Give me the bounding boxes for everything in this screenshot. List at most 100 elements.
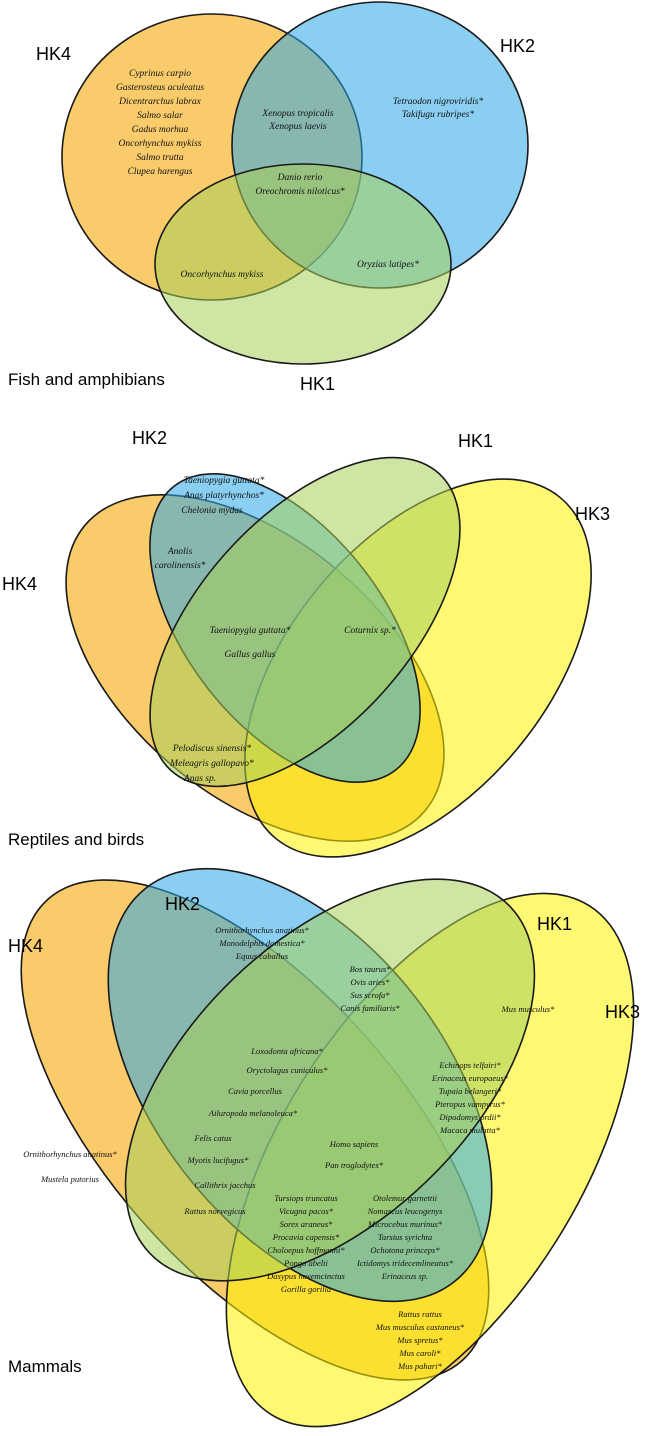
species-label: Mus spretus* [396, 1335, 443, 1345]
species-label: Oryctolagus cuniculus* [247, 1065, 329, 1075]
species-label: Choloepus hoffmanni* [267, 1245, 345, 1255]
fish-hk4-label: HK4 [36, 44, 71, 64]
species-label: Callithrix jacchus [194, 1180, 256, 1190]
mammals-hk4-hk1-hk3-list: Rattus rattus Mus musculus castaneus* Mu… [375, 1309, 465, 1371]
species-label: Rattus rattus [397, 1309, 442, 1319]
reptiles-panel: HK2 HK1 HK3 HK4 Reptiles and birds Taeni… [2, 428, 610, 858]
mammals-hk4-only-list: Ornithorhynchus anatinus* Mustela putori… [23, 1149, 117, 1184]
fish-hk4-hk2-list: Xenopus tropicalis Xenopus laevis [261, 109, 333, 132]
fish-hk2-only-list: Tetraodon nigroviridis* Takifugu rubripe… [393, 97, 484, 120]
species-label: carolinensis* [155, 561, 206, 571]
species-label: Echinops telfairi* [438, 1060, 501, 1070]
species-label: Mus musculus castaneus* [375, 1322, 465, 1332]
species-label: Oryzias latipes* [357, 260, 419, 270]
species-label: Ornithorhynchus anatinus* [23, 1149, 117, 1159]
species-label: Mus caroli* [398, 1348, 441, 1358]
species-label: Oreochromis niloticus* [255, 187, 345, 197]
species-label: Mus pahari* [397, 1361, 442, 1371]
species-label: Bos taurus* [350, 964, 392, 974]
reptiles-hk2-label: HK2 [132, 428, 167, 448]
mammals-panel: HK4 HK2 HK1 HK3 Mammals Ornithorhynchus … [8, 867, 640, 1428]
species-label: Dipodomys ordii* [438, 1112, 501, 1122]
species-label: Loxodonta africana* [250, 1046, 323, 1056]
mammals-hk3-label: HK3 [605, 1002, 640, 1022]
fish-panel-title: Fish and amphibians [8, 370, 165, 389]
species-label: Myotis lucifugus* [187, 1155, 249, 1165]
fish-hk4-only-list: Cyprinus carpio Gasterosteus aculeatus D… [116, 69, 204, 177]
reptiles-hk4-hk1-list: Pelodiscus sinensis* Meleagris gallopavo… [169, 744, 254, 784]
species-label: Homo sapiens [329, 1139, 379, 1149]
species-label: Oncorhynchus mykiss [181, 270, 264, 280]
species-label: Salmo trutta [136, 153, 183, 163]
species-label: Chelonia mydas [181, 506, 243, 516]
species-label: Danio rerio [277, 173, 323, 183]
species-label: Tarsius syrichta [378, 1232, 432, 1242]
species-label: Felis catus [193, 1133, 232, 1143]
species-label: Oncorhynchus mykiss [119, 139, 202, 149]
species-label: Taeniopygia guttata* [210, 626, 291, 636]
mammals-hk1-set [124, 878, 536, 1282]
reptiles-panel-title: Reptiles and birds [8, 830, 144, 849]
species-label: Takifugu rubripes* [402, 109, 474, 120]
reptiles-hk2-only-list: Taeniopygia guttata* Anas platyrhynchos*… [181, 476, 264, 516]
species-label: Monodelphis domestica* [218, 938, 305, 948]
species-label: Coturnix sp.* [344, 626, 396, 636]
species-label: Clupea harengus [128, 167, 193, 177]
species-label: Pongo abelii [283, 1258, 328, 1268]
species-label: Dasypus novemcinctus [266, 1271, 345, 1281]
species-label: Microcebus murinus* [367, 1219, 443, 1229]
mammals-center-list: Tursiops truncatus Vicugna pacos* Sorex … [266, 1193, 345, 1294]
species-label: Mustela putorius [40, 1174, 100, 1184]
fish-hk2-label: HK2 [500, 36, 535, 56]
mammals-hk4-label: HK4 [8, 936, 43, 956]
species-label: Pelodiscus sinensis* [172, 744, 252, 754]
species-label: Gallus gallus [225, 650, 276, 660]
reptiles-hk4-hk2-hk1-list: Taeniopygia guttata* Gallus gallus [210, 626, 291, 660]
species-label: Anas platyrhynchos* [183, 491, 264, 501]
species-label: Tetraodon nigroviridis* [393, 97, 484, 107]
mammals-center-top-list: Homo sapiens Pan troglodytes* [324, 1139, 384, 1170]
species-label: Salmo salar [137, 111, 183, 121]
reptiles-hk1-set [149, 456, 461, 788]
species-label: Sorex araneus* [280, 1219, 334, 1229]
species-label: Cavia porcellus [228, 1086, 282, 1096]
species-label: Nomascus leucogenys [367, 1206, 444, 1216]
reptiles-hk1-label: HK1 [458, 431, 493, 451]
species-label: Dicentrarchus labrax [118, 97, 201, 107]
mammals-center-right-list: Otolemur garnettii Nomascus leucogenys M… [356, 1193, 454, 1281]
mammals-hk1-label: HK1 [537, 914, 572, 934]
species-label: Equus caballus [235, 951, 289, 961]
mammals-panel-title: Mammals [8, 1357, 82, 1376]
mammals-hk2-only-list: Ornithorhynchus anatinus* Monodelphis do… [215, 925, 309, 961]
species-label: Rattus norvegicus [183, 1206, 246, 1216]
mammals-hk2-label: HK2 [165, 894, 200, 914]
species-label: Ailuropoda melanoleuca* [208, 1108, 298, 1118]
species-label: Tursiops truncatus [274, 1193, 338, 1203]
species-label: Anolis [167, 547, 193, 557]
species-label: Canis familiaris* [340, 1003, 400, 1013]
species-label: Ictidomys tridecemlineatus* [356, 1258, 454, 1268]
reptiles-hk4-label: HK4 [2, 574, 37, 594]
fish-panel: HK4 HK2 HK1 Fish and amphibians Cyprinus… [8, 1, 535, 394]
reptiles-hk4-hk2-list: Anolis carolinensis* [155, 547, 206, 571]
species-label: Ornithorhynchus anatinus* [215, 925, 309, 935]
mammals-hk2-hk1-hk3-list: Echinops telfairi* Erinaceus europaeus* … [431, 1060, 509, 1135]
species-label: Erinaceus europaeus* [431, 1073, 509, 1083]
species-label: Taeniopygia guttata* [184, 476, 265, 486]
reptiles-hk3-label: HK3 [575, 504, 610, 524]
species-label: Anas sp. [183, 774, 216, 784]
species-label: Vicugna pacos* [279, 1206, 334, 1216]
species-label: Xenopus tropicalis [261, 109, 333, 119]
species-label: Gasterosteus aculeatus [116, 83, 204, 93]
species-label: Procavia capensis* [272, 1232, 340, 1242]
mammals-hk4-hk2-hk1-list: Loxodonta africana* Oryctolagus cuniculu… [183, 1046, 328, 1216]
species-label: Sus scrofa* [350, 990, 390, 1000]
species-label: Meleagris gallopavo* [169, 759, 254, 769]
species-label: Erinaceus sp. [381, 1271, 428, 1281]
species-label: Ochotona princeps* [370, 1245, 440, 1255]
fish-center-list: Danio rerio Oreochromis niloticus* [255, 173, 345, 197]
species-label: Pan troglodytes* [324, 1160, 384, 1170]
fish-hk1-set [154, 163, 452, 365]
mammals-hk2-hk1-list: Bos taurus* Ovis aries* Sus scrofa* Cani… [340, 964, 400, 1013]
